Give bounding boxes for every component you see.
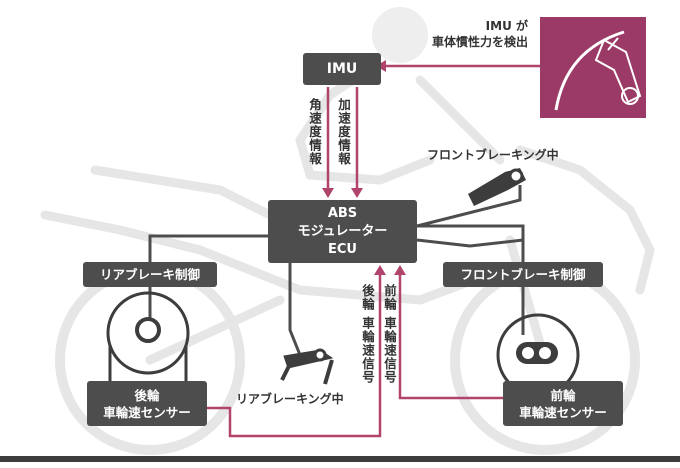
abs-ecu-line2: モジュレーター [297, 223, 388, 239]
abs-ecu-line1: ABS [327, 205, 358, 221]
imu-note-line2: 車体慣性力を検出 [431, 35, 528, 49]
front-braking-label: フロントブレーキング中 [427, 148, 559, 162]
front-sensor-line1: 前輪 [550, 387, 576, 403]
rear-wheel-sensor-icon [106, 291, 190, 382]
acceleration-label: 加速度情報 [336, 98, 351, 166]
front-wheel-speed-label: 前輪 車輪速信号 [382, 284, 397, 384]
abs-ecu-line3: ECU [328, 241, 357, 257]
brake-lever-icon [468, 168, 526, 206]
imu-note: IMU が 車体慣性力を検出 [400, 18, 528, 50]
imu-note-line1: IMU が [485, 19, 528, 33]
rear-sensor-line2: 車輪速センサー [103, 404, 191, 420]
imu-label: IMU [326, 60, 358, 77]
abs-modulator-ecu-box: ABS モジュレーター ECU [268, 200, 417, 263]
angular-velocity-label: 角速度情報 [307, 98, 322, 166]
signal-lines [207, 64, 540, 438]
rear-sensor-line1: 後輪 [134, 387, 160, 403]
brake-pedal-icon [280, 348, 334, 385]
signal-arrowheads [322, 60, 406, 275]
front-sensor-line2: 車輪速センサー [519, 404, 607, 420]
front-wheel-sensor-box: 前輪 車輪速センサー [503, 381, 623, 426]
imu-box: IMU [303, 53, 381, 85]
front-brake-control-box: フロントブレーキ制御 [443, 262, 603, 287]
rear-wheel-sensor-box: 後輪 車輪速センサー [87, 381, 207, 426]
rear-brake-control-label: リアブレーキ制御 [99, 267, 200, 282]
rear-wheel-speed-label: 後輪 車輪速信号 [360, 284, 375, 384]
rear-braking-label: リアブレーキング中 [236, 392, 344, 406]
ground-line [0, 456, 680, 462]
rear-brake-control-box: リアブレーキ制御 [83, 262, 217, 287]
leaning-motorcycle-icon [540, 17, 646, 118]
front-brake-control-label: フロントブレーキ制御 [460, 267, 586, 282]
